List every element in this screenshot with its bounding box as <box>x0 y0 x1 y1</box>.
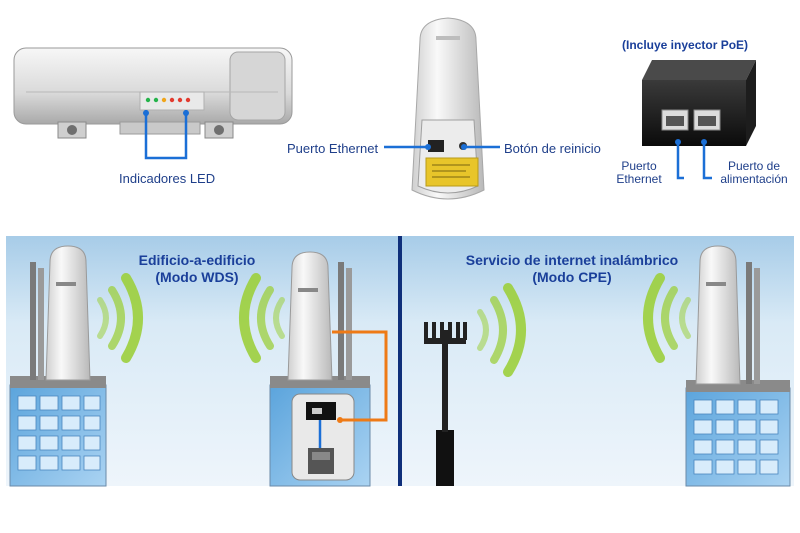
poe-power-label: Puerto de alimentación <box>712 160 796 186</box>
right-mast-device <box>695 245 760 385</box>
cpe-title-line2: (Modo CPE) <box>532 269 612 285</box>
poe-power-label-line1: Puerto de <box>727 159 781 173</box>
signal-waves-tower <box>477 283 526 377</box>
middle-mast-device <box>287 251 352 381</box>
left-mast-device <box>30 245 91 381</box>
wds-title-line2: (Modo WDS) <box>155 269 239 285</box>
led-connector <box>143 110 189 160</box>
poe-injector <box>642 60 756 146</box>
poe-injector-header: (Incluye inyector PoE) <box>622 38 749 52</box>
poe-ethernet-label-line1: Puerto <box>621 159 657 173</box>
poe-ethernet-label: Puerto Ethernet <box>609 160 669 186</box>
signal-waves-left-out <box>97 273 143 363</box>
reset-button-label: Botón de reinicio <box>504 141 601 156</box>
access-point-side-view <box>13 47 293 139</box>
led-indicators-label: Indicadores LED <box>119 171 216 186</box>
cell-tower <box>424 322 467 486</box>
wds-mode-title: Edificio-a-edificio (Modo WDS) <box>112 252 282 286</box>
poe-power-label-line2: alimentación <box>720 172 788 186</box>
signal-waves-left-in <box>239 273 285 363</box>
signal-waves-cpe <box>643 273 691 363</box>
cpe-title-line1: Servicio de internet inalámbrico <box>465 252 679 268</box>
poe-connectors <box>675 139 712 180</box>
ethernet-port-label: Puerto Ethernet <box>287 141 379 156</box>
ethernet-pointer <box>384 144 431 150</box>
poe-cable <box>332 330 388 423</box>
middle-building <box>269 376 371 487</box>
poe-ethernet-label-line2: Ethernet <box>616 172 662 186</box>
panel-divider <box>398 236 402 486</box>
cpe-mode-title: Servicio de internet inalámbrico (Modo C… <box>446 252 698 286</box>
right-building <box>685 380 791 487</box>
wds-title-line1: Edificio-a-edificio <box>138 252 256 268</box>
left-building <box>9 376 107 487</box>
access-point-bottom-view <box>411 17 485 200</box>
reset-pointer <box>461 144 500 150</box>
